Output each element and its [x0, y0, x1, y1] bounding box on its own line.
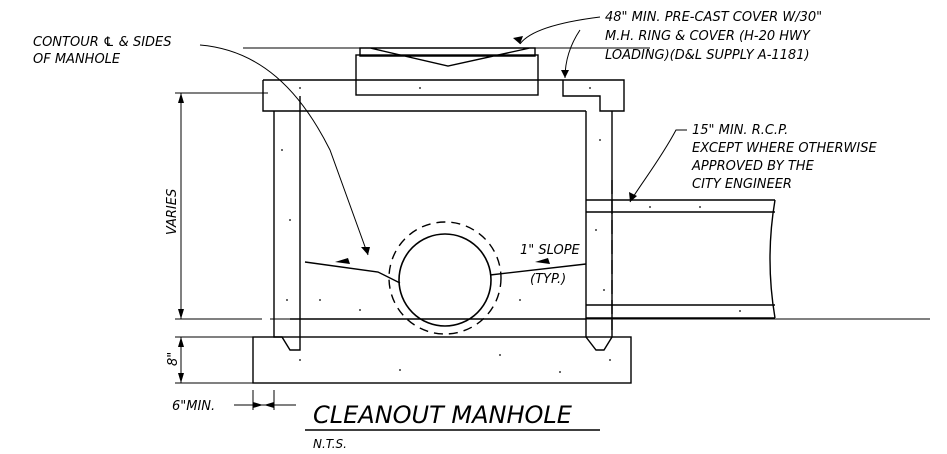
- contour-label-1: CONTOUR ℄ & SIDES: [33, 35, 172, 50]
- bench-left: [304, 261, 401, 284]
- rcp-label-1: 15" MIN. R.C.P.: [692, 123, 788, 138]
- cover-frame: [359, 47, 536, 67]
- varies-label: VARIES: [165, 189, 180, 235]
- rcp-pipe: [586, 199, 775, 319]
- rcp-label-4: CITY ENGINEER: [692, 177, 792, 192]
- cover-label-3: LOADING)(D&L SUPPLY A-1181): [605, 48, 810, 63]
- manhole-ring: [355, 54, 539, 96]
- typ-label: (TYP.): [530, 272, 566, 287]
- right-wall: [585, 111, 613, 351]
- cover-label-2: M.H. RING & COVER (H-20 HWY: [605, 29, 811, 44]
- scale-note: N.T.S.: [313, 437, 347, 451]
- top-slab: [262, 79, 625, 112]
- six-inch-label: 6"MIN.: [172, 399, 215, 414]
- bench-right: [489, 263, 587, 276]
- rcp-label-2: EXCEPT WHERE OTHERWISE: [692, 141, 877, 156]
- slope-label: 1" SLOPE: [520, 243, 581, 258]
- base-slab: [252, 336, 632, 384]
- left-wall: [273, 111, 301, 351]
- eight-inch-label: 8": [166, 352, 181, 366]
- cover-label-1: 48" MIN. PRE-CAST COVER W/30": [605, 10, 822, 25]
- drawing-title: CLEANOUT MANHOLE: [313, 401, 573, 429]
- pipe-dashed: [388, 221, 502, 335]
- rcp-label-3: APPROVED BY THE: [691, 159, 815, 174]
- concrete-stipple: [281, 87, 741, 373]
- contour-label-2: OF MANHOLE: [33, 52, 121, 67]
- pipe-circle: [398, 233, 492, 327]
